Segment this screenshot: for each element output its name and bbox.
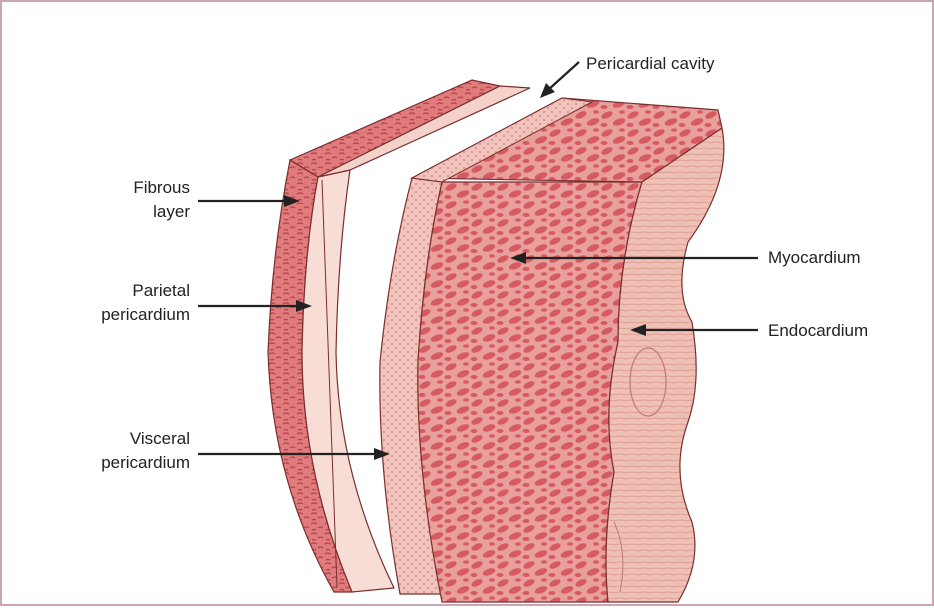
pericardial-cavity-label: Pericardial cavity	[586, 54, 715, 73]
pericardial-cavity-arrow	[548, 62, 579, 90]
label-fibrous-layer: Fibrous layer	[133, 178, 300, 221]
fibrous-layer-label-line1: Fibrous	[133, 178, 190, 197]
parietal-label-line1: Parietal	[132, 281, 190, 300]
fibrous-layer-label-line2: layer	[153, 202, 190, 221]
endocardium-label: Endocardium	[768, 321, 868, 340]
visceral-label-line1: Visceral	[130, 429, 190, 448]
visceral-label-line2: pericardium	[101, 453, 190, 472]
myocardium-label: Myocardium	[768, 248, 861, 267]
parietal-label-line2: pericardium	[101, 305, 190, 324]
label-pericardial-cavity: Pericardial cavity	[540, 54, 715, 98]
